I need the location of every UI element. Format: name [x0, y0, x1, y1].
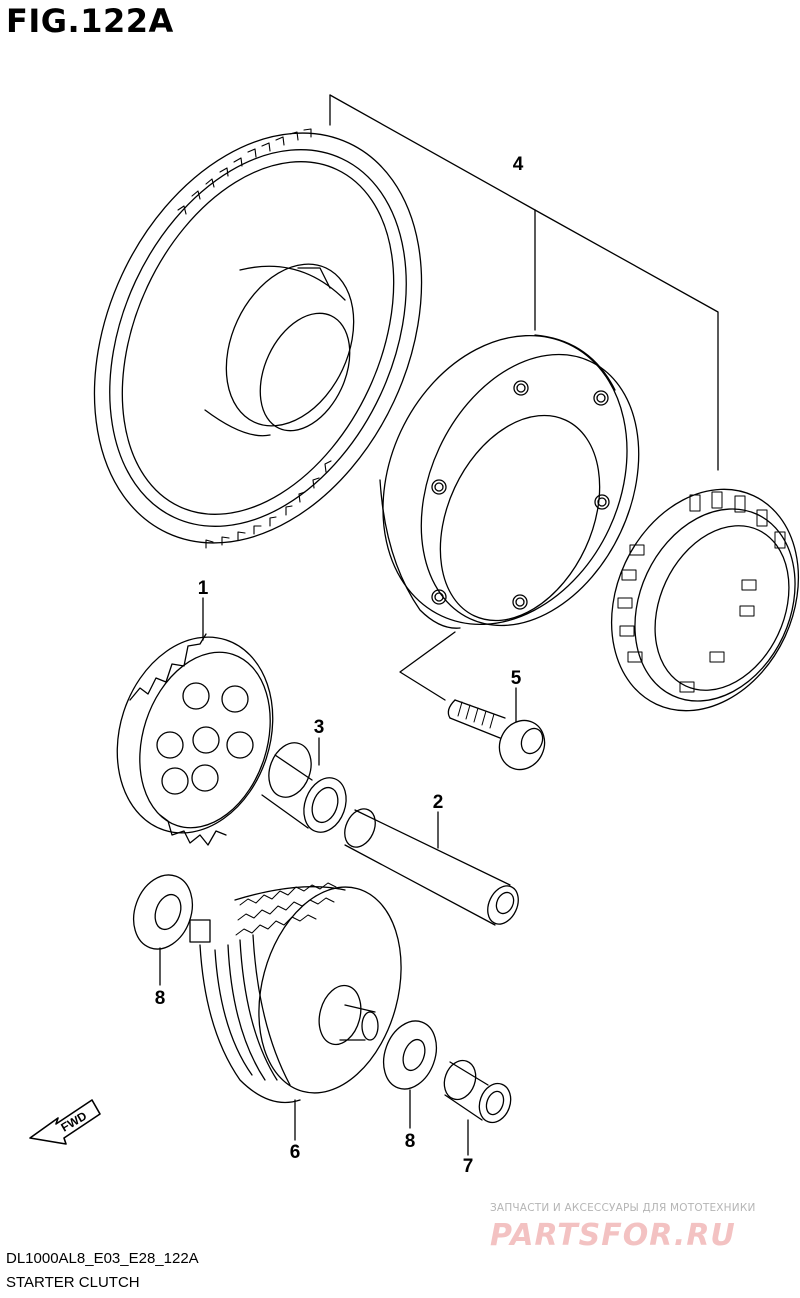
callout-8-upper: 8: [155, 988, 166, 1009]
callout-1: 1: [198, 578, 209, 599]
part-4-bracket: [329, 94, 719, 471]
watermark-tagline: ЗАПЧАСТИ И АКСЕССУАРЫ ДЛЯ МОТОТЕХНИКИ: [490, 1202, 756, 1214]
fwd-arrow-icon: FWD: [29, 1099, 101, 1145]
diagram-code: DL1000AL8_E03_E28_122A: [6, 1250, 199, 1267]
watermark-logo: PARTSFOR.RU: [490, 1218, 736, 1253]
starter-clutch-gear: [116, 633, 274, 846]
clutch-assembly: [189, 882, 402, 1104]
one-way-clutch: [610, 488, 800, 712]
callout-8-lower: 8: [405, 1131, 416, 1152]
diagram-name: STARTER CLUTCH: [6, 1274, 140, 1291]
shaft-part-2: [344, 808, 519, 926]
callout-2: 2: [433, 792, 444, 813]
starter-clutch-housing: [379, 334, 640, 629]
callout-6: 6: [290, 1142, 301, 1163]
figure-title: FIG.122A: [6, 2, 174, 40]
callout-3: 3: [314, 717, 325, 738]
callout-7: 7: [463, 1156, 474, 1177]
callout-4: 4: [513, 154, 524, 175]
clutch-bolt: [399, 631, 546, 771]
spacer-part-3: [261, 742, 347, 833]
bushing-part-7: [443, 1059, 512, 1124]
washer-part-8-upper: [133, 874, 193, 950]
callout-5: 5: [511, 668, 522, 689]
washer-part-8-lower: [382, 1020, 438, 1090]
starter-driven-gear: [93, 128, 423, 549]
callout-leaders: [159, 597, 517, 1156]
